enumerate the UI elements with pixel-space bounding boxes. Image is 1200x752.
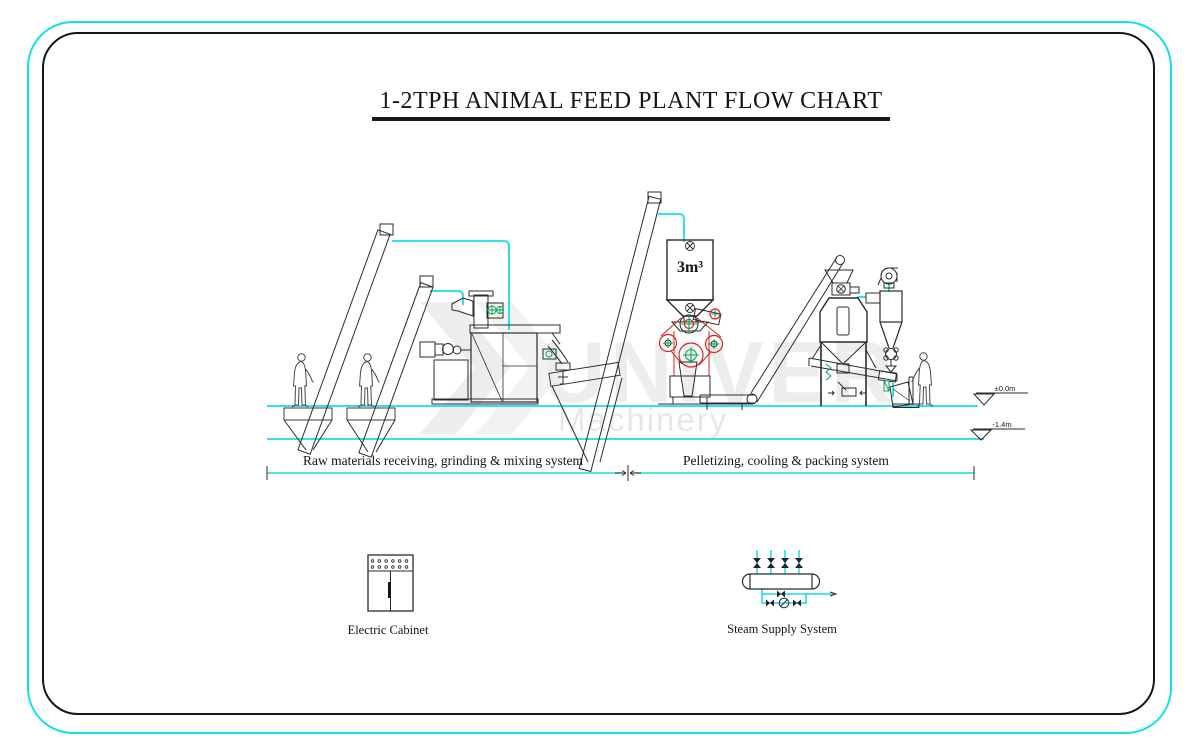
pellet-mill-hopper: [665, 239, 715, 323]
pit-grate-2: [346, 407, 396, 453]
steam-gauge: [778, 597, 790, 609]
belt-conveyor: [699, 255, 845, 410]
mixer: [419, 324, 571, 405]
grinder-feeder: [451, 290, 504, 329]
watermark: UNIVER Machinery: [420, 302, 898, 438]
intake-conveyor-2: [358, 275, 434, 458]
steam-supply-label: Steam Supply System: [727, 622, 837, 636]
cabinet-handle: [388, 582, 391, 598]
worker-3: [911, 352, 934, 407]
sheet-border-outer: [27, 21, 1172, 734]
elevator-pit-grate: [548, 361, 623, 463]
watermark-brand: UNIVER: [543, 325, 898, 421]
elevation-ground-label: ±0.0m: [994, 384, 1016, 393]
steam-supply-system: [741, 550, 838, 609]
conveyor-1-head: [379, 223, 394, 236]
system-label-right: Pelletizing, cooling & packing system: [683, 453, 889, 468]
pellet-mill: [658, 308, 752, 405]
worker-2: [357, 353, 380, 408]
watermark-sub: Machinery: [558, 401, 728, 438]
hopper-capacity-label: 3m³: [676, 259, 704, 276]
conveyor-2-head: [419, 275, 434, 288]
elevator-head: [647, 191, 662, 204]
intake-conveyor-1: [297, 223, 394, 455]
vibrating-screen: [808, 344, 898, 397]
page-title: 1-2TPH ANIMAL FEED PLANT FLOW CHART: [379, 88, 883, 114]
elevation-pit-label: -1.4m: [992, 420, 1012, 429]
ground-lines: [267, 405, 984, 440]
electric-cabinet-label: Electric Cabinet: [347, 623, 429, 637]
title-underline: [372, 117, 890, 121]
dimension-lines: [266, 465, 975, 481]
electric-cabinet: [367, 554, 414, 612]
elevator-conveyor: [578, 191, 662, 473]
worker-1: [291, 353, 314, 408]
pit-grate-1: [283, 407, 333, 451]
steam-valves: [753, 558, 803, 607]
fan: [877, 267, 898, 289]
elevation-marker-ground: [972, 392, 1028, 406]
cyclone: [865, 290, 903, 373]
sheet-border-inner: [42, 32, 1155, 715]
system-label-left: Raw materials receiving, grinding & mixi…: [302, 453, 584, 468]
bagging-station: [889, 376, 920, 408]
elevation-marker-pit: [969, 428, 1025, 441]
